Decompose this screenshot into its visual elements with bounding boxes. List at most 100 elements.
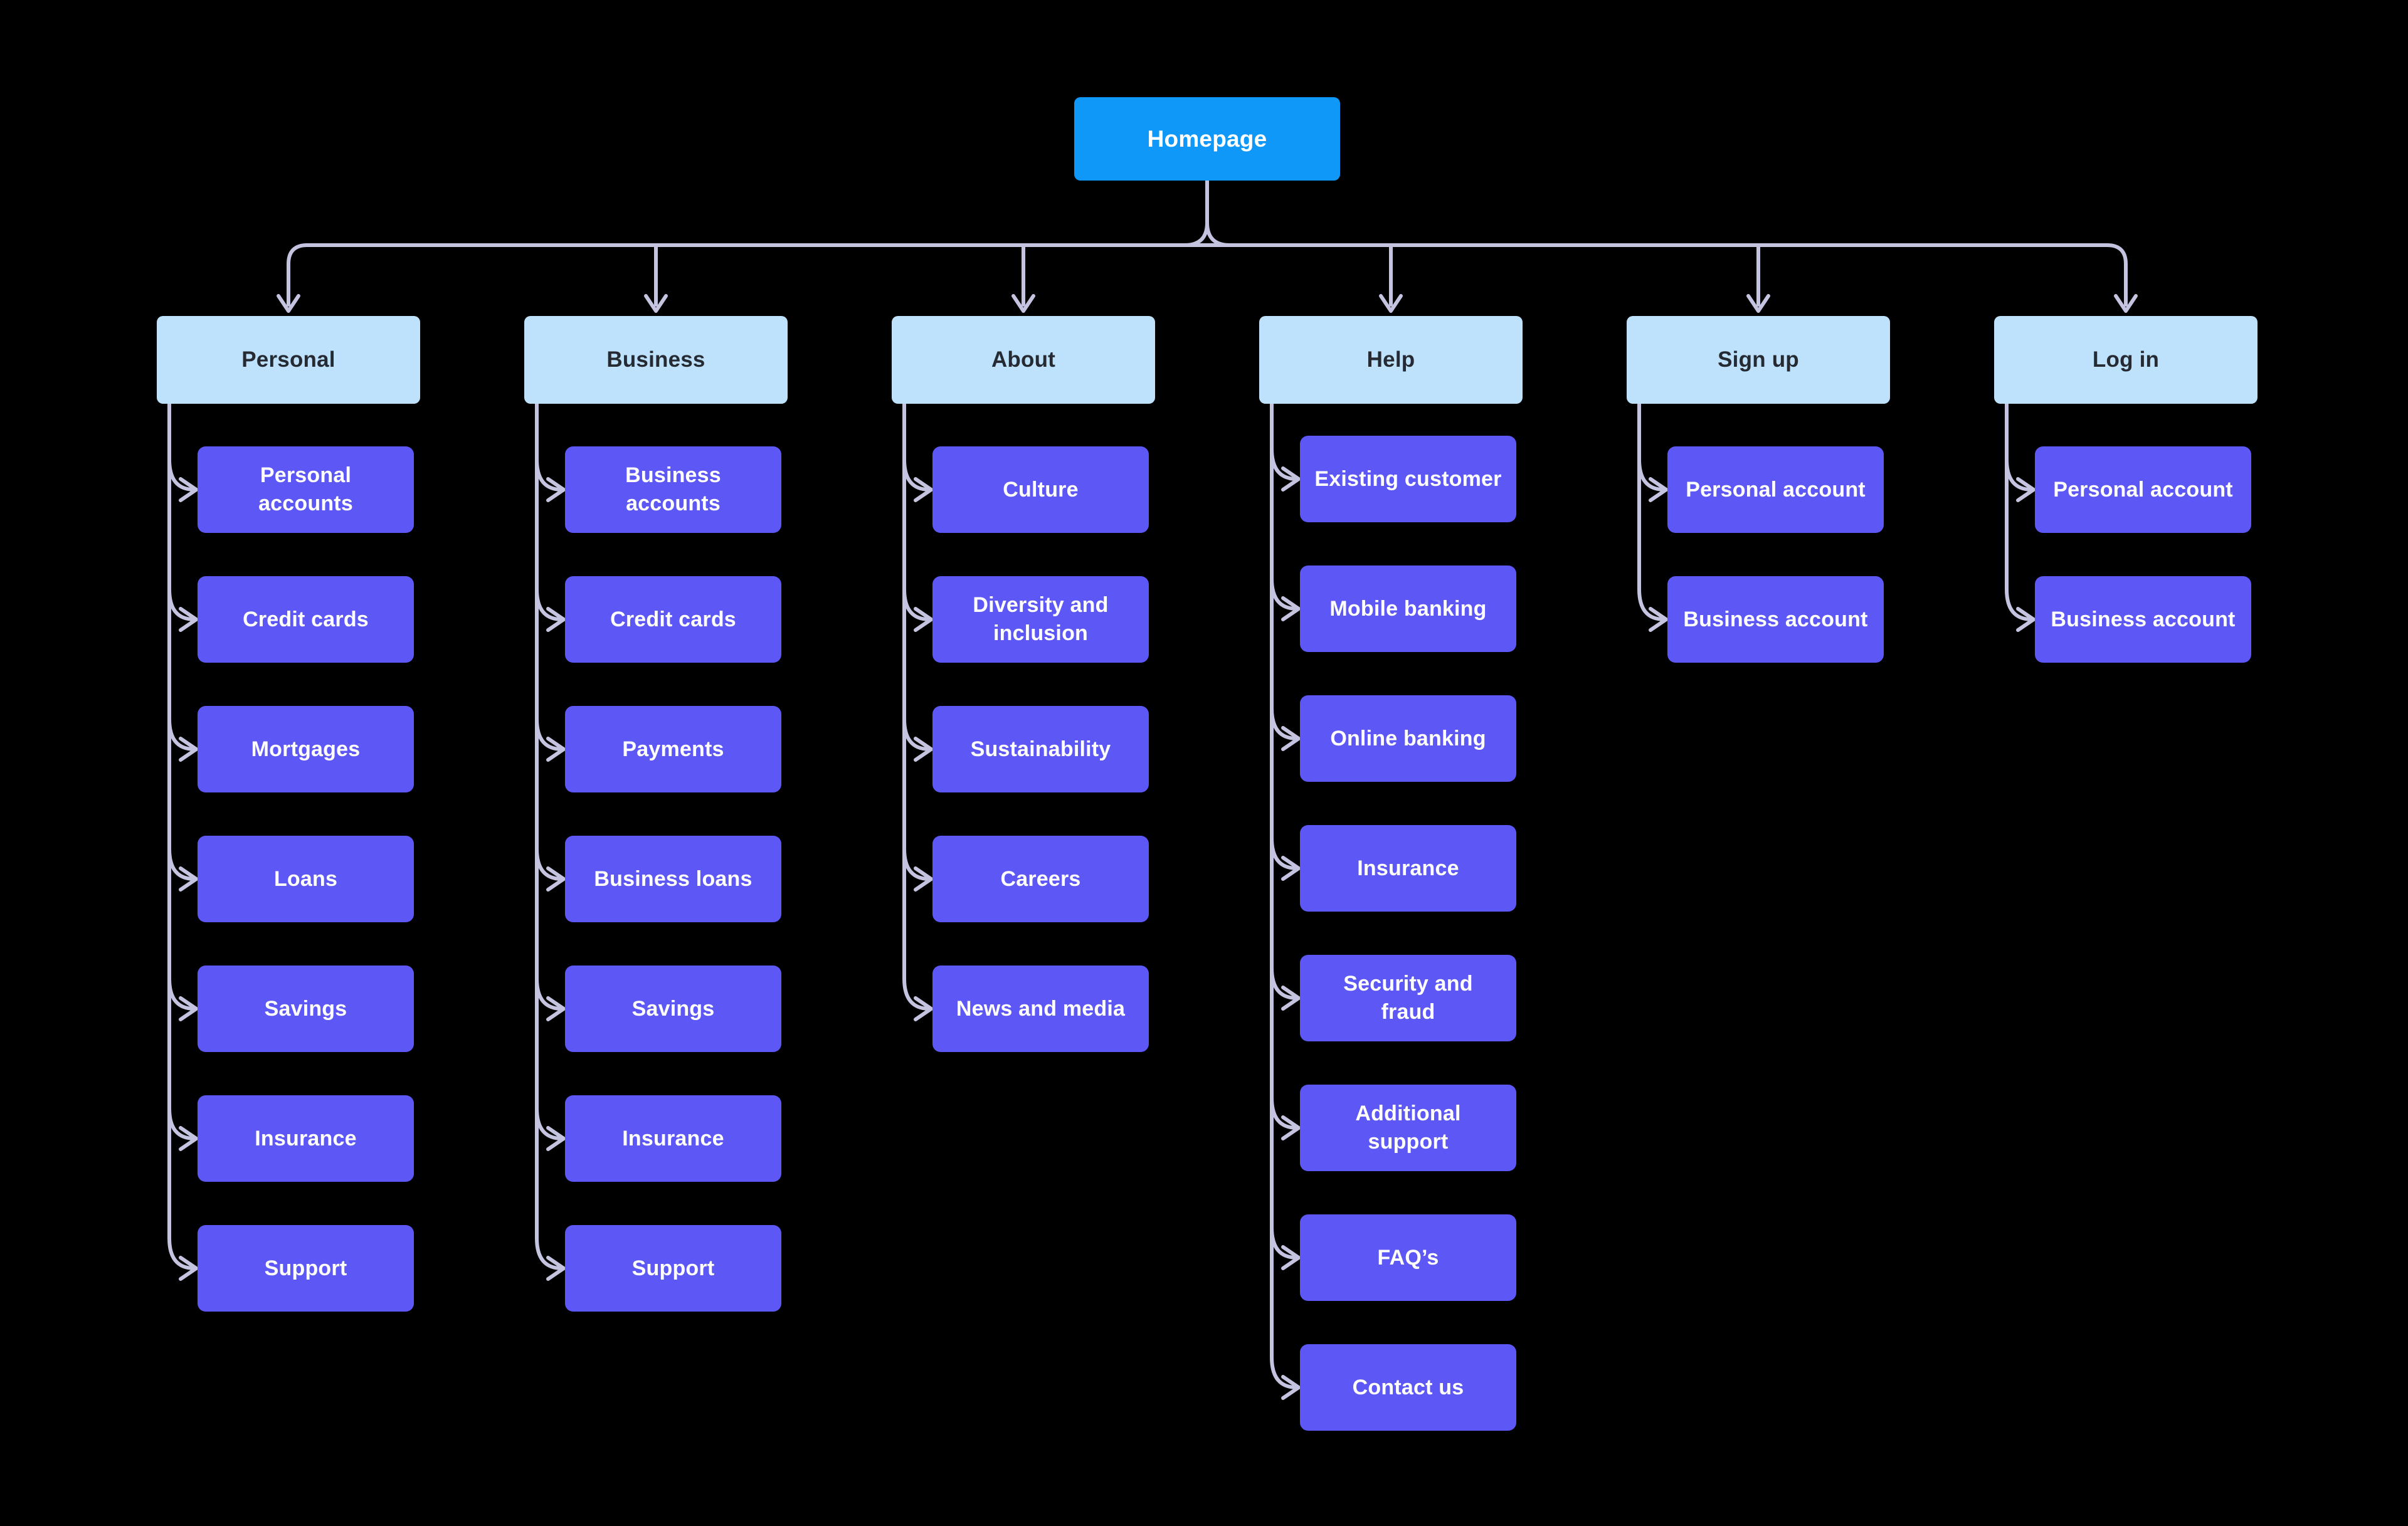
connector-path [1281, 1375, 1301, 1400]
connector-path [1281, 596, 1301, 621]
connector-path [2016, 477, 2036, 502]
connector-path [535, 587, 564, 621]
connector-path [2005, 402, 2034, 621]
connector-path [902, 458, 931, 492]
category-node-help[interactable]: Help [1259, 316, 1523, 404]
connector-path [546, 1126, 566, 1151]
child-node-sustainability[interactable]: Sustainability [932, 706, 1149, 792]
connector-path [167, 847, 196, 881]
connector-path [1649, 607, 1668, 632]
child-node-personal-account[interactable]: Personal account [1667, 446, 1884, 533]
connector-path [535, 847, 564, 881]
connector-path [914, 866, 933, 892]
child-node-personal-account[interactable]: Personal account [2035, 446, 2251, 533]
child-node-credit-cards[interactable]: Credit cards [565, 576, 781, 663]
connector-path [179, 996, 198, 1021]
connector-path [902, 847, 931, 881]
connector-path [167, 587, 196, 621]
child-node-business-account[interactable]: Business account [2035, 576, 2251, 663]
connector-path [1270, 1226, 1299, 1260]
child-node-payments[interactable]: Payments [565, 706, 781, 792]
child-node-diversity-and-inclusion[interactable]: Diversity and inclusion [932, 576, 1149, 663]
connector-path [1281, 1115, 1301, 1140]
child-node-existing-customer[interactable]: Existing customer [1300, 436, 1516, 522]
connector-path [179, 477, 198, 502]
connector-path [1281, 726, 1301, 751]
connector-path [546, 866, 566, 892]
connector-path [914, 996, 933, 1021]
child-node-business-account[interactable]: Business account [1667, 576, 1884, 663]
child-node-loans[interactable]: Loans [198, 836, 414, 922]
connector-path [914, 607, 933, 632]
connector-path [1270, 707, 1299, 740]
category-node-personal[interactable]: Personal [157, 316, 420, 404]
child-node-support[interactable]: Support [565, 1225, 781, 1312]
connector-path [1746, 294, 1770, 313]
connector-path [902, 717, 931, 751]
child-node-business-loans[interactable]: Business loans [565, 836, 781, 922]
connector-path [1205, 179, 1232, 247]
connector-path [902, 587, 931, 621]
child-node-credit-cards[interactable]: Credit cards [198, 576, 414, 663]
connector-path [1270, 447, 1299, 481]
child-node-savings[interactable]: Savings [565, 966, 781, 1052]
connector-path [1281, 466, 1301, 492]
connector-path [1270, 836, 1299, 870]
connector-path [1281, 856, 1301, 881]
connector-path [287, 243, 2128, 307]
connector-path [914, 737, 933, 762]
child-node-savings[interactable]: Savings [198, 966, 414, 1052]
category-node-business[interactable]: Business [524, 316, 788, 404]
connector-path [1270, 1096, 1299, 1130]
connector-path [167, 977, 196, 1011]
node-homepage[interactable]: Homepage [1074, 97, 1340, 181]
child-node-culture[interactable]: Culture [932, 446, 1149, 533]
child-node-security-and-fraud[interactable]: Security and fraud [1300, 955, 1516, 1041]
child-node-insurance[interactable]: Insurance [565, 1095, 781, 1182]
category-node-sign-up[interactable]: Sign up [1627, 316, 1890, 404]
connector-path [179, 737, 198, 762]
child-node-news-and-media[interactable]: News and media [932, 966, 1149, 1052]
child-node-support[interactable]: Support [198, 1225, 414, 1312]
child-node-mortgages[interactable]: Mortgages [198, 706, 414, 792]
connector-path [914, 477, 933, 502]
connector-path [644, 294, 668, 313]
connector-path [277, 294, 300, 313]
child-node-mobile-banking[interactable]: Mobile banking [1300, 566, 1516, 652]
connector-path [1649, 477, 1668, 502]
connector-path [179, 1126, 198, 1151]
connector-path [535, 977, 564, 1011]
connector-path [546, 1256, 566, 1281]
child-node-online-banking[interactable]: Online banking [1300, 695, 1516, 782]
connector-path [1281, 986, 1301, 1011]
child-node-contact-us[interactable]: Contact us [1300, 1344, 1516, 1431]
connector-path [167, 402, 196, 1270]
connector-path [902, 402, 931, 1011]
category-node-about[interactable]: About [892, 316, 1155, 404]
connector-path [535, 458, 564, 492]
child-node-faq-s[interactable]: FAQ’s [1300, 1214, 1516, 1301]
connector-path [179, 607, 198, 632]
child-node-personal-accounts[interactable]: Personal accounts [198, 446, 414, 533]
connector-path [535, 1107, 564, 1140]
connector-path [179, 866, 198, 892]
connector-path [167, 1107, 196, 1140]
child-node-business-accounts[interactable]: Business accounts [565, 446, 781, 533]
connector-path [179, 1256, 198, 1281]
connector-path [2114, 294, 2138, 313]
child-node-insurance[interactable]: Insurance [1300, 825, 1516, 912]
connector-path [546, 996, 566, 1021]
category-node-log-in[interactable]: Log in [1994, 316, 2258, 404]
connector-path [1637, 458, 1666, 492]
child-node-additional-support[interactable]: Additional support [1300, 1085, 1516, 1171]
connector-path [1270, 402, 1299, 1389]
connector-path [546, 477, 566, 502]
connector-path [1379, 294, 1403, 313]
connector-path [1281, 1245, 1301, 1270]
connector-path [546, 737, 566, 762]
connector-path [1183, 179, 1209, 247]
child-node-careers[interactable]: Careers [932, 836, 1149, 922]
child-node-insurance[interactable]: Insurance [198, 1095, 414, 1182]
